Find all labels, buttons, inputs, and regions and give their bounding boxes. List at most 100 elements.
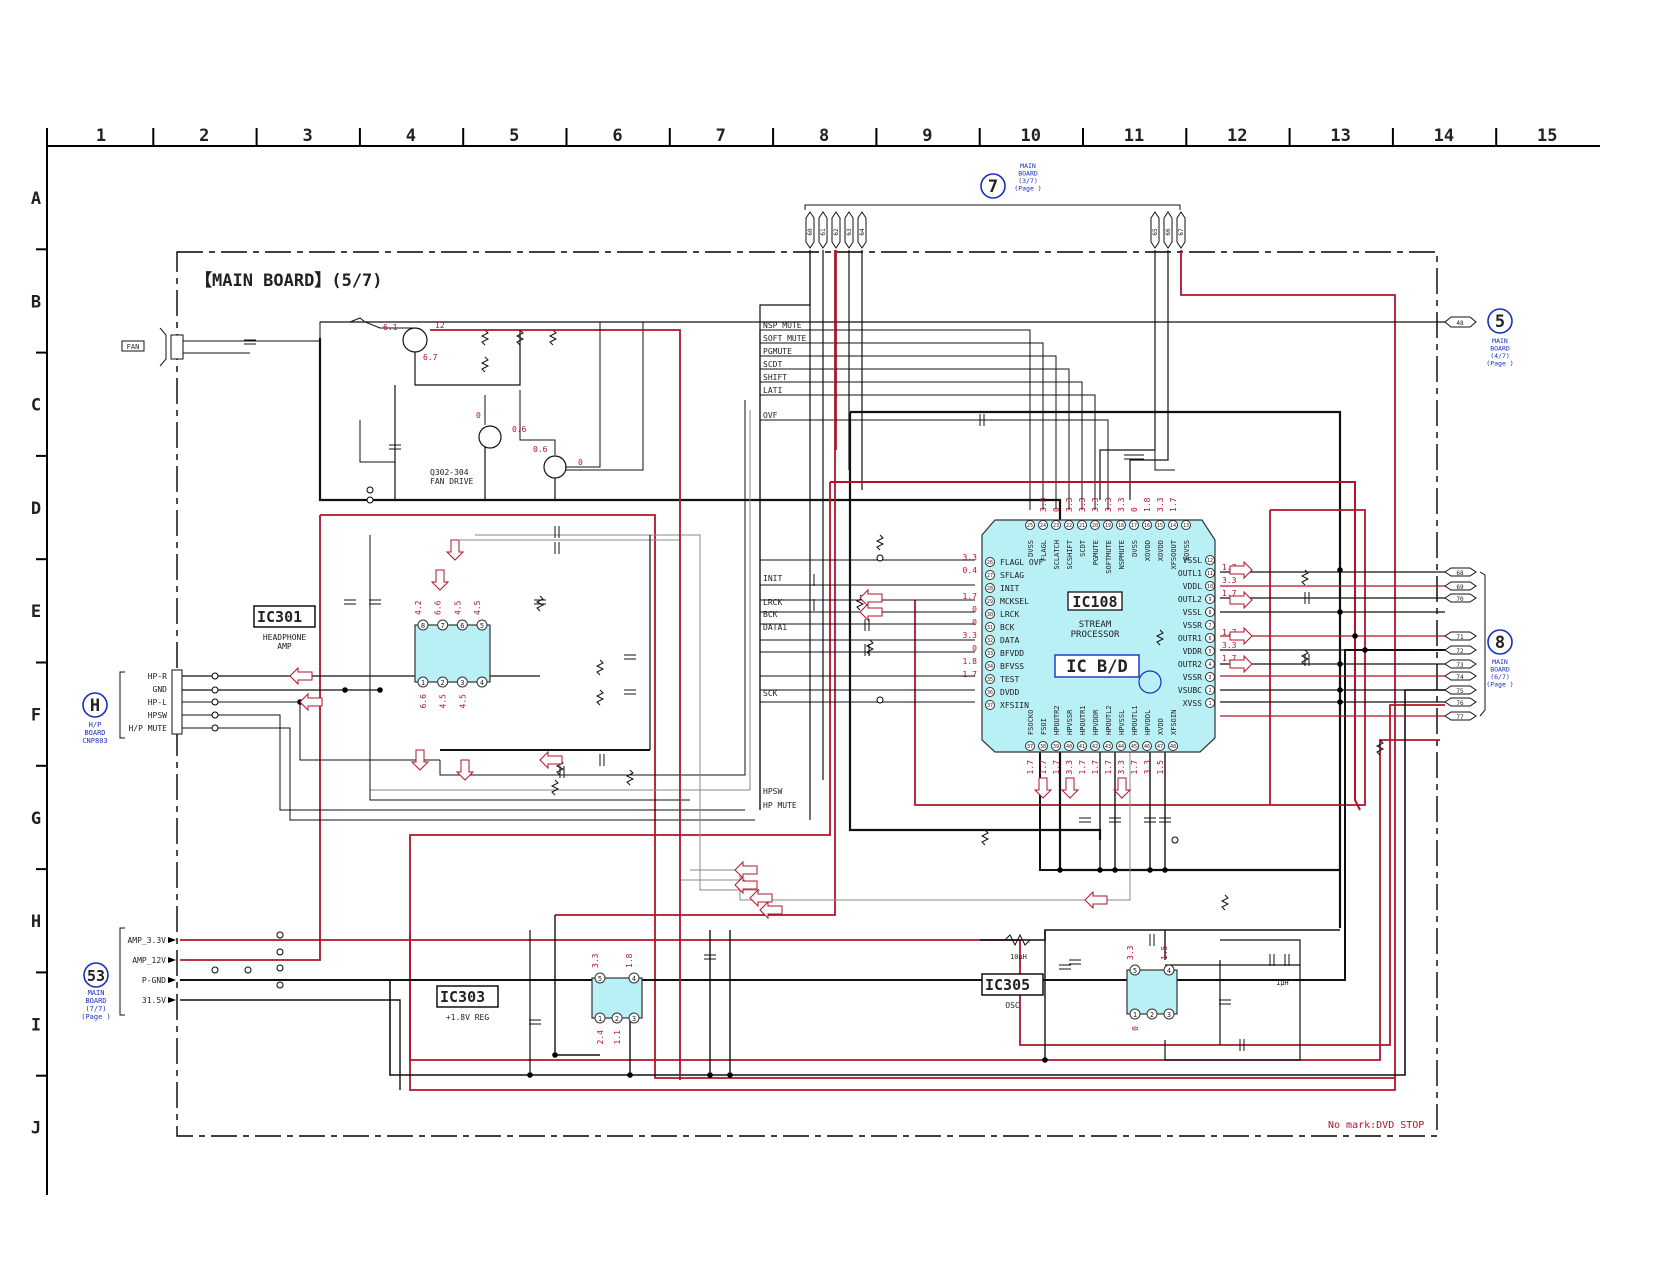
connector-8-pin-number: 69 (1456, 584, 1464, 591)
connector-8-pin-number: 71 (1456, 634, 1464, 641)
ic303-pin-number: 5 (598, 975, 602, 983)
ic303-pin-number: 4 (632, 975, 636, 983)
ic305-pin-number: 5 (1133, 967, 1137, 975)
wire (180, 701, 440, 761)
ic108-pin-number: 2 (1208, 688, 1211, 694)
ic108-pin-number: 24 (1040, 523, 1046, 529)
junction-dot (211, 966, 219, 974)
ic108-pin (985, 557, 995, 567)
grid-column-14: 14 (1434, 126, 1454, 146)
grid-row-C: C (31, 396, 41, 416)
signal-arrow (1112, 777, 1132, 799)
ic303-pin-voltage: 2.4 (596, 1030, 605, 1045)
ic108-pin-label: DVSS (1027, 540, 1035, 557)
junction-dot (727, 1072, 733, 1078)
wire (460, 539, 745, 881)
ic108-pin-voltage: 0.4 (963, 566, 978, 575)
connector-8-pin (1444, 581, 1477, 591)
connector-7-pin-number: 64 (859, 228, 866, 236)
ic303-pin-voltage: 3.3 (591, 953, 600, 968)
connector-7-pin-number: 60 (807, 228, 814, 236)
ic301-pin-number: 6 (460, 622, 464, 630)
resistor (1300, 569, 1310, 586)
wire (1129, 250, 1169, 500)
ic108-pin-label: FSOCKO (1027, 710, 1035, 735)
ic108-pin-voltage: 3.3 (1104, 497, 1113, 512)
connector-7-pin (1163, 211, 1173, 249)
control-line-pgmute: PGMUTE (763, 347, 792, 356)
wire (560, 322, 644, 471)
grid-column-3: 3 (302, 126, 312, 146)
ic108-pin (1038, 741, 1048, 751)
ic108-pin (985, 661, 995, 671)
connector-8-pin (1444, 671, 1477, 681)
fan-label: FAN (127, 343, 140, 351)
ic108-pin-voltage: 1.7 (1222, 563, 1237, 572)
ic108-pin (985, 570, 995, 580)
junction-dot (1147, 867, 1153, 873)
wire (760, 342, 1044, 510)
ic301-pin (456, 676, 468, 688)
junction-dot (527, 1072, 533, 1078)
ic108-pin-number: 29 (987, 599, 993, 605)
wire (1164, 964, 1301, 1061)
connector-5-number: 5 (1495, 312, 1505, 332)
fan-label-box (121, 340, 145, 352)
ic108-pin (1168, 741, 1178, 751)
ic108-pin-number: 43 (1105, 744, 1111, 750)
ic303-body (591, 977, 643, 1019)
junction-dot (377, 687, 383, 693)
ic301-desc: AMP (277, 642, 292, 651)
resistor (980, 829, 990, 846)
ic108-pin (1181, 520, 1191, 530)
ic108-pin-voltage: 1.8 (963, 657, 978, 666)
ic108-pin-voltage: 1.7 (1052, 760, 1061, 775)
ic108-pin-number: 22 (1066, 523, 1072, 529)
connector-8-pin (1444, 645, 1477, 655)
ic108-pin-label: XOVSS (1183, 540, 1191, 561)
connector-7-pin-number: 67 (1178, 228, 1185, 236)
wire (180, 515, 321, 961)
ic305-pin (1163, 964, 1175, 976)
ic301-pin-voltage: 4.5 (439, 694, 448, 709)
ic305-desc: OSC (1005, 1001, 1020, 1010)
connector-h-pin: GND (153, 685, 168, 694)
ic108-pin-number: 19 (1105, 523, 1111, 529)
connector-8-pin-number: 70 (1456, 596, 1464, 603)
junction-dot (1352, 633, 1358, 639)
fan-voltage: 0 (476, 411, 481, 420)
connector-53-brace (119, 927, 125, 1016)
signal-arrow (299, 692, 323, 712)
junction-dot (876, 554, 884, 562)
ic108-pin-number: 6 (1208, 636, 1211, 642)
resistor (625, 769, 635, 786)
wire (320, 514, 1395, 1079)
ic301-pin-number: 5 (480, 622, 484, 630)
connector-5-pin (1444, 316, 1477, 328)
ic301-pin (437, 676, 449, 688)
ic108-pin-voltage: 1.8 (1143, 497, 1152, 512)
ic108-pin-label: VSSR (1183, 621, 1202, 630)
signal-arrow (539, 750, 563, 770)
ic108-pin (985, 700, 995, 710)
ic301-desc: HEADPHONE (263, 633, 307, 642)
ic108-pin (1116, 520, 1126, 530)
connector-53-number: 53 (87, 967, 105, 985)
control-line-shift: SHIFT (763, 373, 787, 382)
grid-column-9: 9 (922, 126, 932, 146)
ic108-pin (1155, 520, 1165, 530)
wire (369, 535, 690, 801)
wire (850, 410, 1342, 928)
ic108-pin (985, 609, 995, 619)
ic108-pin-label: HPVDDL (1144, 710, 1152, 735)
junction-dot (1337, 609, 1343, 615)
ic108-pin (1205, 607, 1215, 617)
ic108-pin-voltage: 3.3 (1222, 641, 1237, 650)
ic305-name: IC305 (985, 976, 1030, 994)
ic108-pin-number: 20 (1092, 523, 1098, 529)
connector-8-label: (6/7) (1490, 673, 1510, 681)
control-line-ovf: OVF (763, 411, 778, 420)
